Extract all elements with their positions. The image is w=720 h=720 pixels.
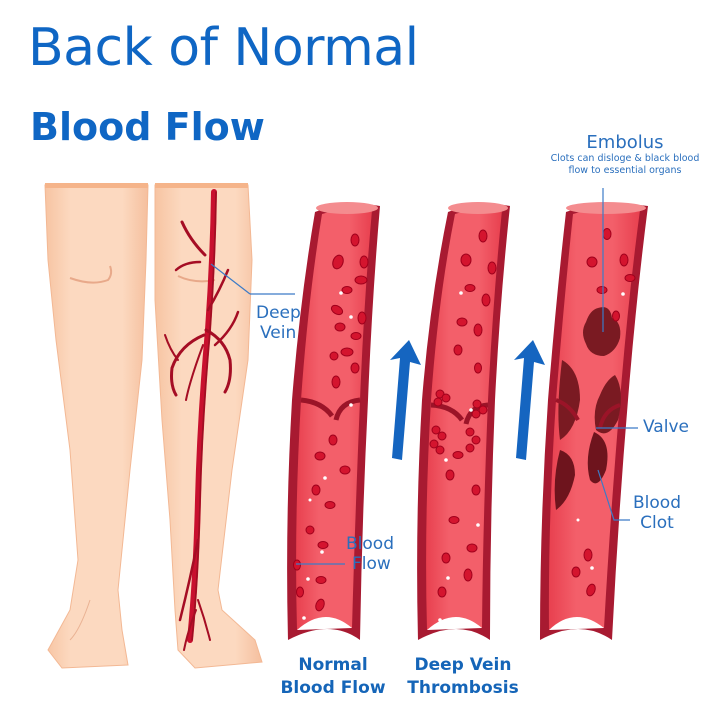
caption-normal-blood-flow: Normal Blood Flow (268, 654, 398, 700)
caption-dvt-line-2: Thrombosis (407, 677, 519, 698)
embolus-label: Embolus (586, 132, 664, 153)
embolus-description-line-1: Clots can disloge & black blood (550, 153, 700, 164)
left-leg (44, 183, 149, 669)
title-line-2: Blood Flow (30, 105, 265, 149)
right-leg (154, 183, 263, 669)
clot-leader-line (597, 469, 630, 521)
blood-clot-label-line-2: Clot (640, 512, 674, 533)
deep-vein-label-line-2: Vein (260, 322, 297, 343)
deep-vein-label: Deep Vein (256, 303, 301, 343)
vessel-normal (287, 202, 380, 640)
up-arrow-icon (514, 340, 545, 460)
caption-deep-vein-thrombosis: Deep Vein Thrombosis (398, 654, 528, 700)
up-arrow-icon (390, 340, 421, 460)
vessel-dvt (417, 202, 510, 640)
deep-vein-label-line-1: Deep (256, 303, 301, 323)
blood-clot-label: Blood Clot (633, 493, 681, 533)
blood-clot-label-line-1: Blood (633, 493, 681, 513)
deep-vein-leader-line (210, 263, 251, 295)
embolus-description-line-2: flow to essential organs (568, 164, 682, 176)
valve-label: Valve (643, 417, 689, 437)
embolus-description: Clots can disloge & black blood flow to … (528, 153, 720, 177)
vessel-embolus (540, 202, 648, 640)
caption-dvt-line-1: Deep Vein (414, 655, 512, 675)
blood-flow-label-line-2: Flow (352, 553, 391, 574)
blood-flow-label-line-1: Blood (346, 534, 394, 554)
title-line-1: Back of Normal (28, 18, 419, 78)
blood-flow-label: Blood Flow (346, 534, 394, 574)
caption-normal-line-1: Normal (298, 655, 368, 675)
caption-normal-line-2: Blood Flow (280, 677, 386, 698)
